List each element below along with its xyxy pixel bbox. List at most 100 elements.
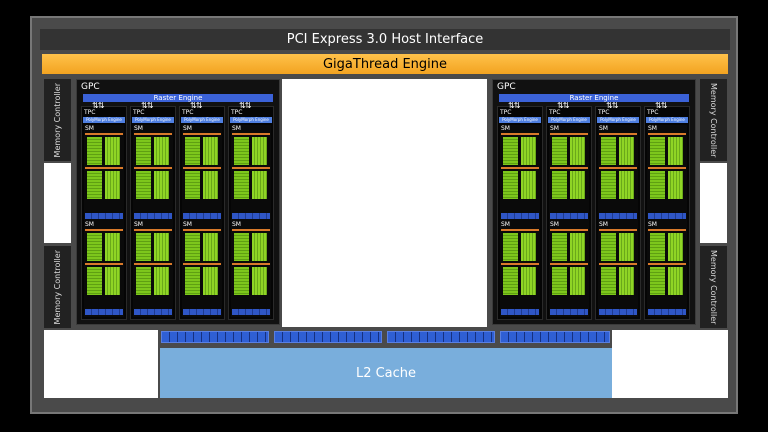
sm-register-bar [85,133,123,135]
cuda-core-array [650,137,665,165]
cuda-core-array [203,267,218,295]
sm-register-bar [599,133,637,135]
cuda-core-array [154,233,169,261]
cuda-core-array [136,137,151,165]
arrow-icon: ⇅⇅ [190,101,202,110]
cuda-core-array [503,233,518,261]
sm-label: SM [599,221,608,228]
arrow-icon: ⇅⇅ [239,101,251,110]
polymorph-engine: PolyMorph Engine [499,117,541,123]
cuda-core-array [234,267,249,295]
tpc-label: TPC [182,109,194,116]
raster-engine: Raster Engine [499,94,689,102]
memory-controller-label: Memory Controller [709,82,718,158]
sm-block: SM [231,125,271,221]
l2-cache-slice [161,331,269,343]
cuda-core-array [650,171,665,199]
cuda-core-array [185,267,200,295]
sm-block: SM [182,221,222,317]
polymorph-engine: PolyMorph Engine [83,117,125,123]
cuda-core-array [154,267,169,295]
cuda-core-array [185,137,200,165]
sm-register-bar [599,263,637,265]
tpc-label: TPC [500,109,512,116]
cuda-core-array [668,267,683,295]
sm-register-bar [648,133,686,135]
sm-block: SM [549,125,589,221]
sm-register-bar [550,133,588,135]
l2-cache-label: L2 Cache [355,365,417,381]
polymorph-engine: PolyMorph Engine [597,117,639,123]
cuda-core-array [87,233,102,261]
cuda-core-array [619,171,634,199]
cuda-core-array [521,233,536,261]
sm-load-store-units [85,213,123,219]
sm-label: SM [183,221,192,228]
cuda-core-array [570,171,585,199]
cuda-core-array [619,137,634,165]
cuda-core-array [601,137,616,165]
arrow-icon: ⇅⇅ [606,101,618,110]
memory-controller: Memory Controller [700,246,727,328]
l2-cache-slice [387,331,495,343]
cuda-core-array [154,171,169,199]
sm-load-store-units [183,309,221,315]
cuda-core-array [87,267,102,295]
sm-block: SM [598,125,638,221]
cuda-core-array [503,171,518,199]
cuda-core-array [185,233,200,261]
arrow-icon: ⇅⇅ [655,101,667,110]
sm-register-bar [501,229,539,231]
sm-label: SM [550,125,559,132]
sm-label: SM [85,221,94,228]
memory-controller-label: Memory Controller [709,249,718,325]
cuda-core-array [668,233,683,261]
cuda-core-array [234,137,249,165]
sm-register-bar [648,229,686,231]
sm-block: SM [84,221,124,317]
sm-register-bar [134,167,172,169]
cuda-core-array [619,233,634,261]
sm-register-bar [501,133,539,135]
sm-register-bar [648,263,686,265]
sm-block: SM [133,221,173,317]
sm-label: SM [599,125,608,132]
polymorph-engine: PolyMorph Engine [646,117,688,123]
cuda-core-array [234,233,249,261]
pcie-host-interface: PCI Express 3.0 Host Interface [40,29,730,50]
sm-register-bar [599,229,637,231]
sm-register-bar [550,263,588,265]
tpc-label: TPC [133,109,145,116]
tpc-label: TPC [84,109,96,116]
cuda-core-array [552,233,567,261]
sm-load-store-units [599,213,637,219]
cuda-core-array [552,171,567,199]
sm-block: SM [598,221,638,317]
cuda-core-array [203,137,218,165]
sm-load-store-units [550,309,588,315]
sm-label: SM [183,125,192,132]
sm-register-bar [85,263,123,265]
cuda-core-array [650,267,665,295]
l2-cache-slice [274,331,382,343]
cuda-core-array [601,233,616,261]
empty-right-area [700,163,727,243]
empty-left-area [44,163,71,243]
sm-register-bar [232,229,270,231]
sm-register-bar [183,133,221,135]
sm-block: SM [647,125,687,221]
cuda-core-array [601,267,616,295]
sm-load-store-units [550,213,588,219]
memory-controller: Memory Controller [44,79,71,161]
l2-cache-slice [500,331,610,343]
cuda-core-array [252,233,267,261]
cuda-core-array [105,233,120,261]
sm-block: SM [647,221,687,317]
sm-load-store-units [183,213,221,219]
